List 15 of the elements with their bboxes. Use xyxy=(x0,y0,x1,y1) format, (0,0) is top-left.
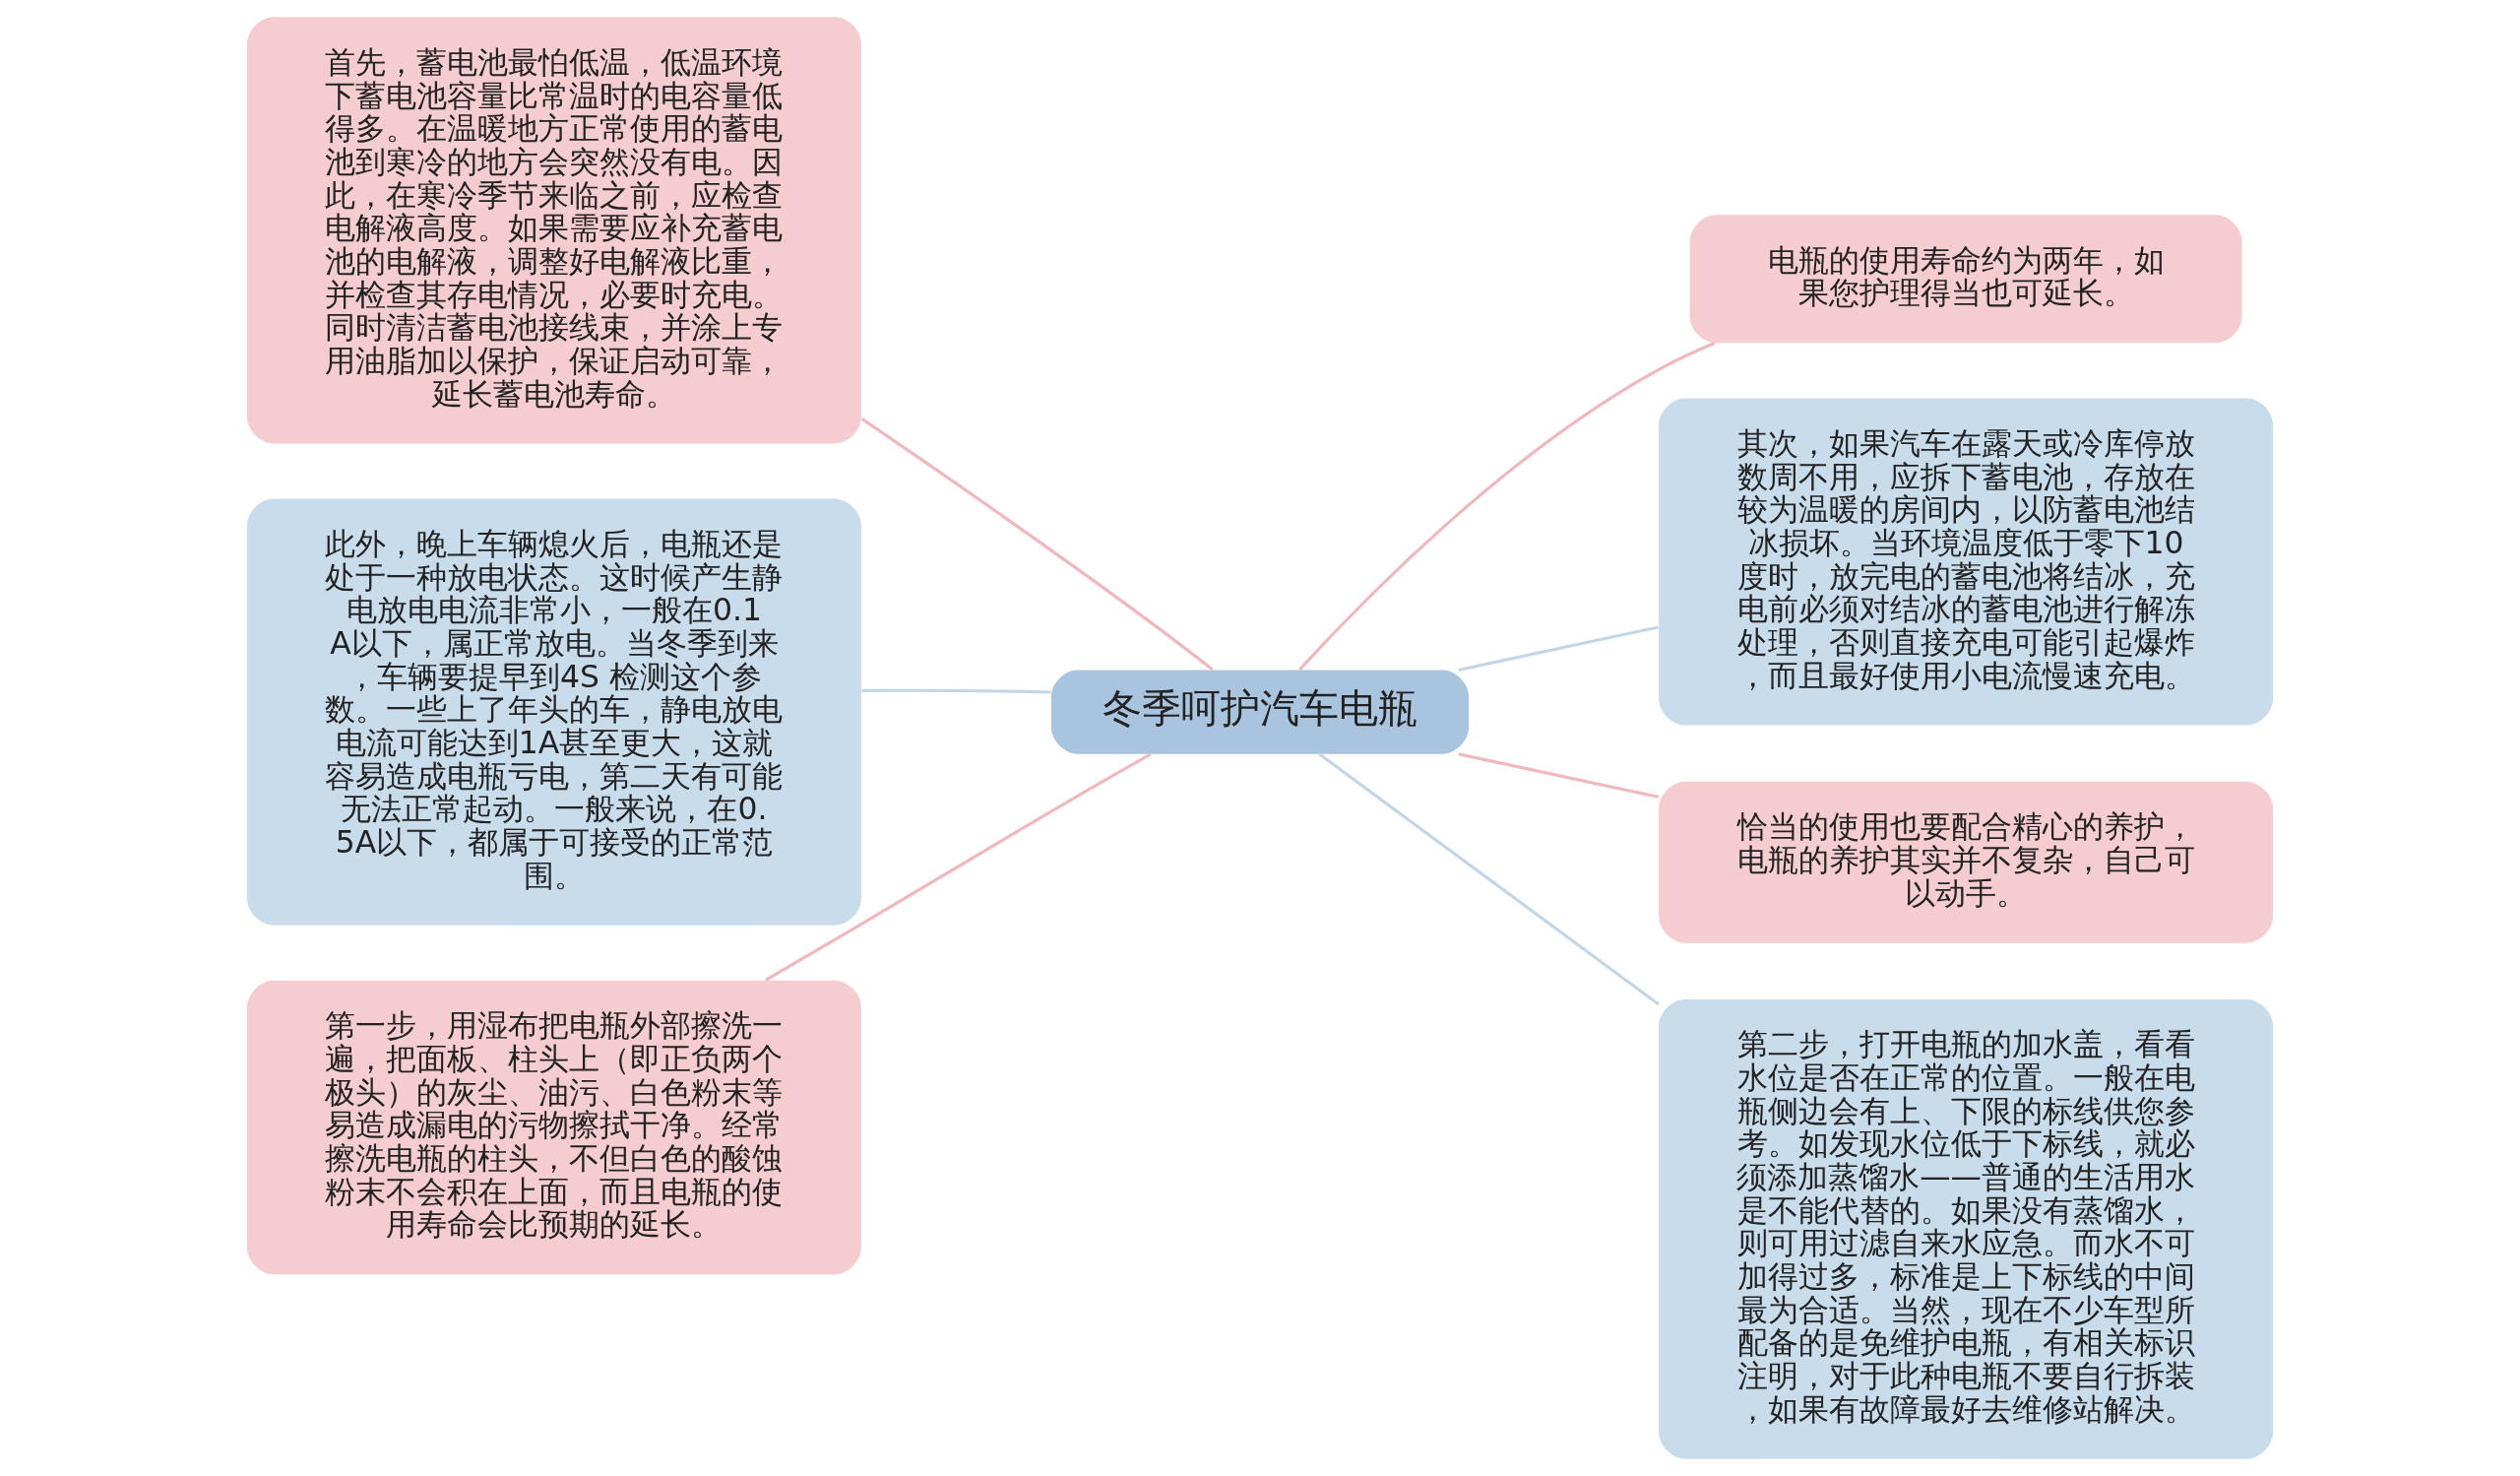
connector xyxy=(765,752,1152,982)
node-box: 第二步，打开电瓶的加水盖，看看水位是否在正常的位置。一般在电瓶侧边会有上、下限的标线供您参考。如发现水位低于下标线，就必须添加蒸馏水——普通的生活用水是不能代替的。如果没有蒸馏水，则可用过滤自来水应急。而水不可加得过多，标准是上下标线的中间最为合适。当然，现在不少车型所配备的是免维护电瓶，有相关标识注明，对于此种电瓶不要自行拆装，如果有故障最好去维修站解决。 xyxy=(1659,998,2273,1459)
node-box: 首先，蓄电池最怕低温，低温环境下蓄电池容量比常温时的电容量低得多。在温暖地方正常使用的蓄电池到寒冷的地方会突然没有电。因此，在寒冷季节来临之前，应检查电解液高度。如果需要应补充蓄电池的电解液，调整好电解液比重，并检查其存电情况，必要时充电。同时清洁蓄电池接线束，并涂上专用油脂加以保护，保证启动可靠，延长蓄电池寿命。 xyxy=(247,17,861,444)
node-box: 冬季呵护汽车电瓶 xyxy=(1050,670,1470,754)
connector xyxy=(1298,342,1716,672)
connector xyxy=(1318,752,1660,1006)
node-box: 恰当的使用也要配合精心的养护，电瓶的养护其实并不复杂，自己可以动手。 xyxy=(1659,781,2273,943)
connector xyxy=(861,688,1051,694)
node-box: 第一步，用湿布把电瓶外部擦洗一遍，把面板、柱头上（即正负两个极头）的灰尘、油污、白色粉末等易造成漏电的污物擦拭干净。经常擦洗电瓶的柱头，不但白色的酸蚀粉末不会积在上面，而且电瓶的使用寿命会比预期的延长。 xyxy=(247,980,861,1275)
node-box: 电瓶的使用寿命约为两年，如果您护理得当也可延长。 xyxy=(1689,215,2242,344)
connector xyxy=(860,417,1214,672)
node-box: 此外，晚上车辆熄火后，电瓶还是处于一种放电状态。这时候产生静电放电电流非常小，一般在0.1A以下，属正常放电。当冬季到来，车辆要提早到4S 检测这个参数。一些上了年头的车，静电放电电流可能达到1A甚至更大，这就容易造成电瓶亏电，第二天有可能无法正常起动。一般来说，在0.5A以下，都属于可接受的正常范围。 xyxy=(247,498,861,926)
node-box: 其次，如果汽车在露天或冷库停放数周不用，应拆下蓄电池，存放在较为温暖的房间内，以防蓄电池结冰损坏。当环境温度低于零下10度时，放完电的蓄电池将结冰，充电前必须对结冰的蓄电池进行解冻处理，否则直接充电可能引起爆炸，而且最好使用小电流慢速充电。 xyxy=(1659,398,2273,726)
connector xyxy=(1458,625,1659,672)
connector xyxy=(1458,752,1659,799)
